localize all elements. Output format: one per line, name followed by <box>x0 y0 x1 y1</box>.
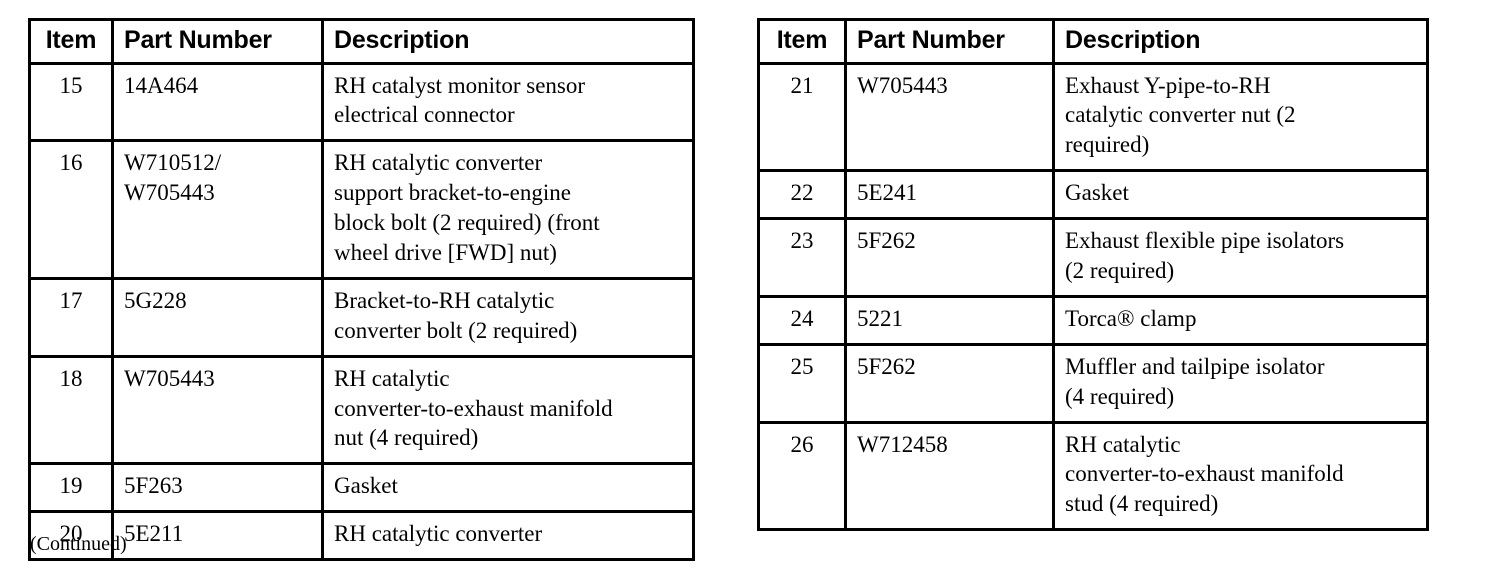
cell-part-number: W705443 <box>111 354 324 464</box>
cell-item: 25 <box>757 342 847 423</box>
column-header-item: Item <box>757 19 847 65</box>
table-row: 15 14A464 RH catalyst monitor sensor ele… <box>28 63 695 141</box>
table-row: 19 5F263 Gasket <box>28 462 695 512</box>
continued-note: (Continued) <box>30 533 127 555</box>
cell-item: 16 <box>28 139 114 279</box>
cell-description: Gasket <box>321 462 695 512</box>
cell-part-number: W710512/ W705443 <box>111 139 324 279</box>
column-header-part-number: Part Number <box>844 19 1055 65</box>
cell-part-number: 5G228 <box>111 276 324 357</box>
cell-part-number: 5F262 <box>844 342 1055 423</box>
cell-description: RH catalytic converter-to-exhaust manifo… <box>1052 420 1429 530</box>
cell-part-number: 14A464 <box>111 63 324 141</box>
cell-description: Bracket-to-RH catalytic converter bolt (… <box>321 276 695 357</box>
cell-part-number: W705443 <box>844 63 1055 171</box>
cell-description: RH catalytic converter-to-exhaust manifo… <box>321 354 695 464</box>
cell-description: Muffler and tailpipe isolator (4 require… <box>1052 342 1429 423</box>
cell-description: Gasket <box>1052 169 1429 219</box>
cell-item: 17 <box>28 276 114 357</box>
table-header: Item Part Number Description <box>757 19 1429 65</box>
cell-part-number: 5F263 <box>111 462 324 512</box>
table-row: 21 W705443 Exhaust Y-pipe-to-RH catalyti… <box>757 63 1429 171</box>
cell-item: 19 <box>28 462 114 512</box>
cell-description: Exhaust Y-pipe-to-RH catalytic converter… <box>1052 63 1429 171</box>
header-row: Item Part Number Description <box>757 19 1429 65</box>
table-row: 26 W712458 RH catalytic converter-to-exh… <box>757 420 1429 530</box>
cell-part-number: 5E241 <box>844 169 1055 219</box>
parts-table-right: Item Part Number Description 21 W705443 … <box>757 18 1429 532</box>
cell-item: 22 <box>757 169 847 219</box>
cell-item: 23 <box>757 217 847 297</box>
cell-item: 21 <box>757 63 847 171</box>
cell-part-number: 5F262 <box>844 217 1055 297</box>
column-header-item: Item <box>28 19 114 65</box>
cell-description: RH catalytic converter <box>321 510 695 560</box>
table-row: 25 5F262 Muffler and tailpipe isolator (… <box>757 342 1429 423</box>
column-header-description: Description <box>1052 19 1429 65</box>
cell-part-number: W712458 <box>844 420 1055 530</box>
cell-part-number: 5221 <box>844 294 1055 345</box>
cell-item: 26 <box>757 420 847 530</box>
table-row: 18 W705443 RH catalytic converter-to-exh… <box>28 354 695 464</box>
cell-description: RH catalyst monitor sensor electrical co… <box>321 63 695 141</box>
cell-item: 20 <box>28 510 114 560</box>
cell-item: 24 <box>757 294 847 345</box>
table-row: 16 W710512/ W705443 RH catalytic convert… <box>28 139 695 279</box>
table-row: 22 5E241 Gasket <box>757 169 1429 219</box>
header-row: Item Part Number Description <box>28 19 695 65</box>
cell-item: 15 <box>28 63 114 141</box>
cell-description: Exhaust flexible pipe isolators (2 requi… <box>1052 217 1429 297</box>
column-header-part-number: Part Number <box>111 19 324 65</box>
table-body: 21 W705443 Exhaust Y-pipe-to-RH catalyti… <box>757 63 1429 530</box>
cell-item: 18 <box>28 354 114 464</box>
column-header-description: Description <box>321 19 695 65</box>
table-row: 20 5E211 RH catalytic converter <box>28 510 695 560</box>
cell-part-number: 5E211 <box>111 510 324 560</box>
table-row: 23 5F262 Exhaust flexible pipe isolators… <box>757 217 1429 297</box>
table-row: 24 5221 Torca® clamp <box>757 294 1429 345</box>
cell-description: RH catalytic converter support bracket-t… <box>321 139 695 279</box>
table-body: 15 14A464 RH catalyst monitor sensor ele… <box>28 63 695 560</box>
parts-table-left: Item Part Number Description 15 14A464 R… <box>28 18 695 562</box>
cell-description: Torca® clamp <box>1052 294 1429 345</box>
table-row: 17 5G228 Bracket-to-RH catalytic convert… <box>28 276 695 357</box>
table-header: Item Part Number Description <box>28 19 695 65</box>
